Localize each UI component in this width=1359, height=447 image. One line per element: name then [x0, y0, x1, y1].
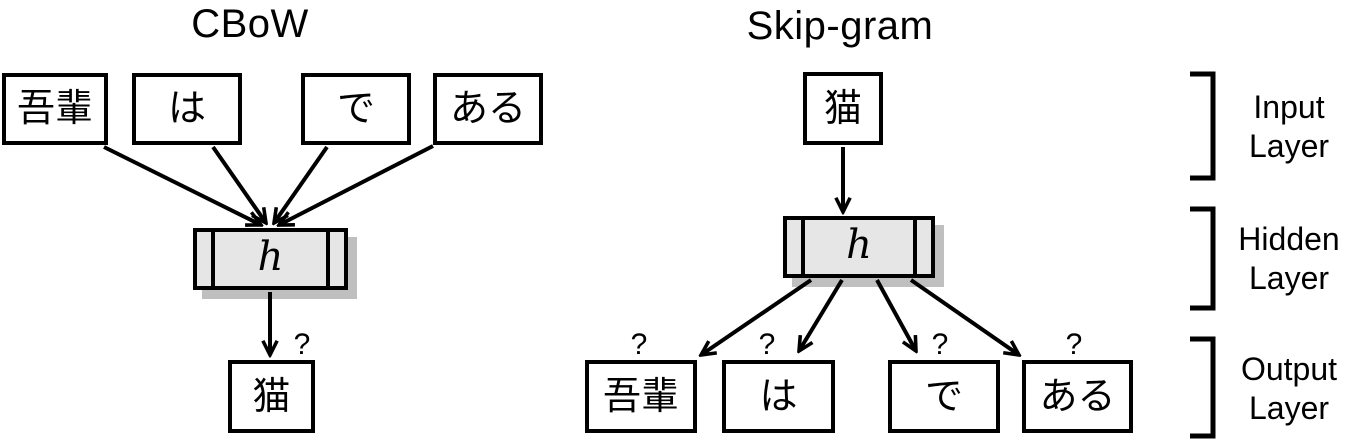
skipgram-hidden-label: h: [846, 222, 872, 268]
cbow-hidden-label: h: [257, 234, 284, 280]
cbow-input-box-aru: ある: [433, 73, 543, 145]
cbow-input-box-de: で: [301, 73, 411, 145]
cbow-input-arrows: [103, 144, 434, 225]
input-layer-label: Input Layer: [1207, 88, 1359, 166]
hidden-layer-label: Hidden Layer: [1207, 220, 1359, 298]
hidden-layer-label-line2: Layer: [1248, 260, 1330, 296]
skipgram-question-mark-4: ?: [1065, 328, 1083, 361]
cbow-hidden-layer-box: h: [193, 228, 348, 290]
input-layer-label-line2: Layer: [1248, 128, 1330, 164]
cbow-title: CBoW: [191, 2, 309, 46]
skipgram-output-box-wagahai: 吾輩: [585, 360, 697, 433]
skipgram-output-box-wa: は: [722, 360, 835, 433]
skipgram-output-box-aru: ある: [1022, 360, 1133, 433]
hidden-box-inner-line-left: [211, 232, 215, 286]
skipgram-question-mark-1: ?: [630, 328, 648, 361]
skipgram-question-mark-3: ?: [931, 328, 949, 361]
hidden-box-inner-line-right: [326, 232, 330, 286]
skipgram-hidden-layer-box: h: [783, 216, 935, 278]
skipgram-input-box-neko: 猫: [803, 72, 883, 145]
skipgram-output-box-de: で: [888, 360, 1000, 433]
skipgram-title: Skip-gram: [746, 4, 934, 48]
output-layer-label-line2: Layer: [1248, 390, 1330, 426]
cbow-output-box-neko: 猫: [228, 360, 315, 433]
cbow-input-box-wa: は: [132, 73, 242, 145]
input-layer-label-line1: Input: [1253, 89, 1325, 125]
cbow-question-mark: ?: [293, 328, 311, 361]
cbow-input-box-wagahai: 吾輩: [2, 73, 108, 145]
skipgram-question-mark-2: ?: [758, 328, 776, 361]
output-layer-label-line1: Output: [1240, 351, 1338, 387]
hidden-box-inner-line-left: [801, 220, 805, 274]
hidden-layer-label-line1: Hidden: [1238, 221, 1340, 257]
output-layer-label: Output Layer: [1207, 350, 1359, 428]
hidden-box-inner-line-right: [913, 220, 917, 274]
